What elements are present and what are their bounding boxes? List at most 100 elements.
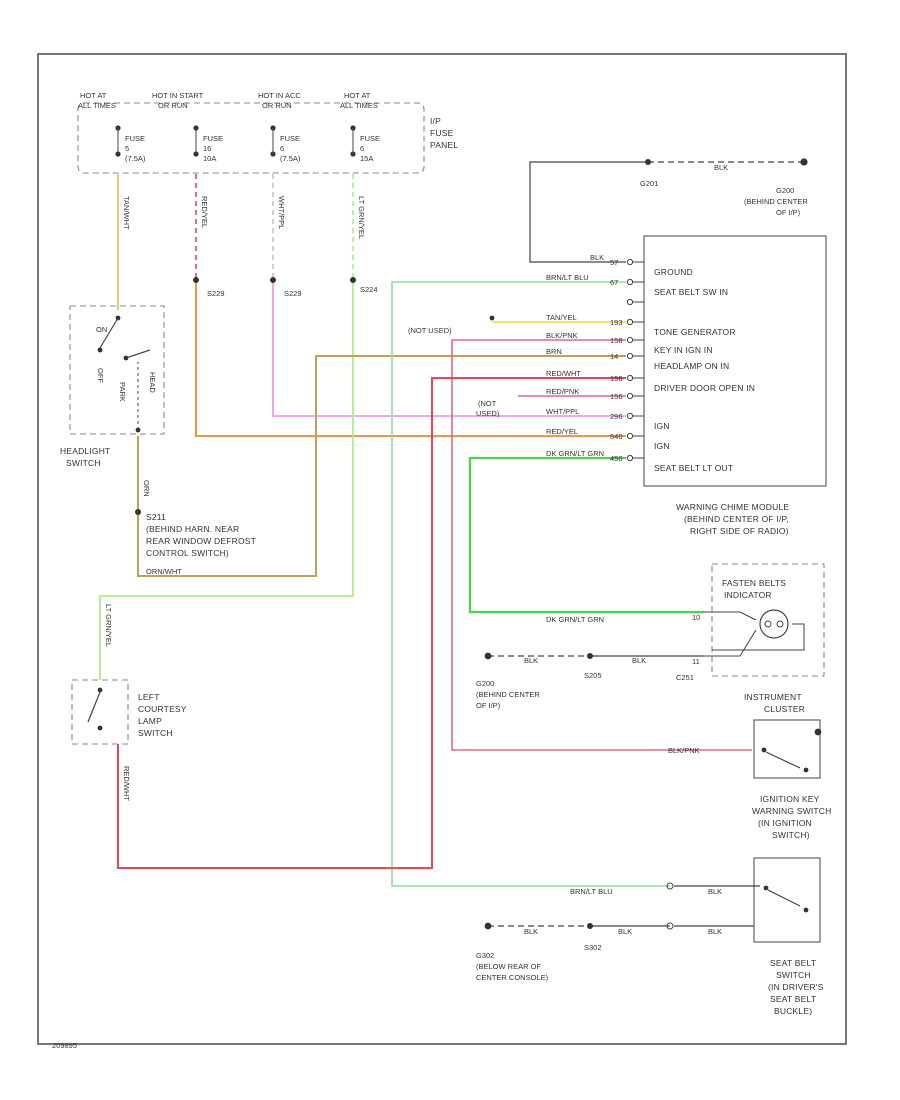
module-pin-num-6: 156 bbox=[610, 374, 623, 383]
headlight-label-2: SWITCH bbox=[66, 458, 101, 468]
courtesy-label-1: LEFT bbox=[138, 692, 160, 702]
seatbelt-bottom-wire: BLK bbox=[618, 927, 632, 936]
headlight-label-1: HEADLIGHT bbox=[60, 446, 110, 456]
indicator-bulb-icon bbox=[759, 609, 789, 639]
indicator-pin-in: 10 bbox=[692, 613, 700, 622]
module-not-used-2a: (NOT bbox=[478, 399, 497, 408]
courtesy-label-4: SWITCH bbox=[138, 728, 173, 738]
splice-s211-line-2: REAR WINDOW DEFROST bbox=[146, 536, 256, 546]
fuse-2-name-1: FUSE bbox=[203, 134, 223, 143]
module-pin-wire-3: TAN/YEL bbox=[546, 313, 577, 322]
splice-s229-b: S229 bbox=[284, 289, 302, 298]
module-pin-num-7: 156 bbox=[610, 392, 623, 401]
ignition-label-4: SWITCH) bbox=[772, 830, 810, 840]
module-pin-name-3: TONE GENERATOR bbox=[654, 327, 736, 337]
seatbelt-label-2: SWITCH bbox=[776, 970, 811, 980]
ground-top-splice: G201 bbox=[640, 179, 658, 188]
module-pin-wire-9: RED/YEL bbox=[546, 427, 578, 436]
fuse-4-name-3: 15A bbox=[360, 154, 373, 163]
splice-s211-line-3: CONTROL SWITCH) bbox=[146, 548, 229, 558]
wire-lt-grn-yel-label: LT GRN/YEL bbox=[357, 196, 366, 239]
seatbelt-ground-label-3: CENTER CONSOLE) bbox=[476, 973, 549, 982]
ground-top-label-3: OF I/P) bbox=[776, 208, 801, 217]
module-pin-name-1: SEAT BELT SW IN bbox=[654, 287, 728, 297]
module-pin-2 bbox=[626, 298, 634, 306]
headlight-pos-off: OFF bbox=[96, 368, 105, 383]
module-pin-name-8: IGN bbox=[654, 421, 670, 431]
fuse-1-hot-1: HOT AT bbox=[80, 91, 107, 100]
fuse-3-name-3: (7.5A) bbox=[280, 154, 301, 163]
module-pin-num-8: 296 bbox=[610, 412, 623, 421]
module-pin-num-3: 193 bbox=[610, 318, 623, 327]
fuse-3: HOT IN ACC OR RUN FUSE 6 (7.5A) bbox=[258, 91, 301, 163]
wire-red-wht: RED/WHT bbox=[117, 377, 626, 869]
seatbelt-label-3: (IN DRIVER'S bbox=[768, 982, 824, 992]
splice-s211-id: S211 bbox=[146, 512, 166, 522]
module-pin-name-0: GROUND bbox=[654, 267, 693, 277]
courtesy-label-2: COURTESY bbox=[138, 704, 187, 714]
ignition-label-2: WARNING SWITCH bbox=[752, 806, 831, 816]
fuse-3-hot-2: OR RUN bbox=[262, 101, 292, 110]
fuse-panel-label-3: PANEL bbox=[430, 140, 458, 150]
module-pin-9 bbox=[626, 432, 634, 440]
module-label-2: (BEHIND CENTER OF I/P, bbox=[684, 514, 789, 524]
splice-s211-line-1: (BEHIND HARN. NEAR bbox=[146, 524, 239, 534]
fuse-2-name-3: 10A bbox=[203, 154, 216, 163]
splice-wire-bottom-label: ORN/WHT bbox=[146, 567, 182, 576]
module-pin-wire-7: RED/PNK bbox=[546, 387, 579, 396]
ground-top-label-2: (BEHIND CENTER bbox=[744, 197, 808, 206]
headlight-switch: ON OFF PARK HEAD HEADLIGHT SWITCH bbox=[60, 305, 165, 468]
module-pin-wire-0: BLK bbox=[590, 253, 604, 262]
seatbelt-ground-label-1: G302 bbox=[476, 951, 494, 960]
indicator-gnd-wire-2: BLK bbox=[632, 656, 646, 665]
module-pin-1 bbox=[626, 278, 634, 286]
module-pin-num-5: 14 bbox=[610, 352, 618, 361]
ignition-label-1: IGNITION KEY bbox=[760, 794, 820, 804]
module-pin-10 bbox=[626, 454, 634, 462]
wire-red-yel: RED/YEL S229 bbox=[193, 174, 626, 437]
fuse-3-hot-1: HOT IN ACC bbox=[258, 91, 301, 100]
module-pin-num-10: 450 bbox=[610, 454, 623, 463]
fuse-4-hot-1: HOT AT bbox=[344, 91, 371, 100]
diagram-frame bbox=[37, 53, 847, 1045]
module-pin-name-10: SEAT BELT LT OUT bbox=[654, 463, 733, 473]
module-pin-name-5: HEADLAMP ON IN bbox=[654, 361, 729, 371]
module-pin-name-9: IGN bbox=[654, 441, 670, 451]
module-pin-num-4: 158 bbox=[610, 336, 623, 345]
fuse-1-name-2: 5 bbox=[125, 144, 129, 153]
module-not-used-2b: USED) bbox=[476, 409, 500, 418]
ground-top-label-1: G200 bbox=[776, 186, 794, 195]
module-pin-num-9: 640 bbox=[610, 432, 623, 441]
fuse-4: HOT AT ALL TIMES FUSE 6 15A bbox=[340, 91, 380, 163]
fuse-1-hot-2: ALL TIMES bbox=[78, 101, 116, 110]
module-pin-5 bbox=[626, 352, 634, 360]
headlight-pos-on: ON bbox=[96, 325, 107, 334]
fuse-4-hot-2: ALL TIMES bbox=[340, 101, 378, 110]
fuse-4-name-1: FUSE bbox=[360, 134, 380, 143]
wire-tan-yel bbox=[489, 315, 626, 323]
headlight-pos-head: HEAD bbox=[148, 372, 157, 393]
fuse-3-name-1: FUSE bbox=[280, 134, 300, 143]
fuse-4-name-2: 6 bbox=[360, 144, 364, 153]
module-pin-num-1: 67 bbox=[610, 278, 618, 287]
ignition-key-switch: INSTRUMENT CLUSTER IGNITION KEY WARNING … bbox=[744, 692, 831, 840]
module-pin-8 bbox=[626, 412, 634, 420]
headlight-pos-park: PARK bbox=[118, 382, 127, 402]
fuse-panel: I/P FUSE PANEL HOT AT ALL TIMES FUSE 5 (… bbox=[77, 91, 458, 174]
fuse-3-name-2: 6 bbox=[280, 144, 284, 153]
module-label-3: RIGHT SIDE OF RADIO) bbox=[690, 526, 789, 536]
wire-wht-ppl-label: WHT/PPL bbox=[277, 196, 286, 229]
seatbelt-splice: S302 bbox=[584, 943, 602, 952]
fuse-1-name-3: (7.5A) bbox=[125, 154, 146, 163]
seatbelt-label-1: SEAT BELT bbox=[770, 958, 816, 968]
wire-brn-lt-blu bbox=[391, 281, 670, 887]
seatbelt-label-4: SEAT BELT bbox=[770, 994, 816, 1004]
module-pin-name-6: DRIVER DOOR OPEN IN bbox=[654, 383, 755, 393]
module-pin-3 bbox=[626, 318, 634, 326]
indicator-label-1: FASTEN BELTS bbox=[722, 578, 786, 588]
seatbelt-bottom-conn-wire: BLK bbox=[708, 927, 722, 936]
indicator-label-2: INDICATOR bbox=[724, 590, 772, 600]
courtesy-label-3: LAMP bbox=[138, 716, 162, 726]
